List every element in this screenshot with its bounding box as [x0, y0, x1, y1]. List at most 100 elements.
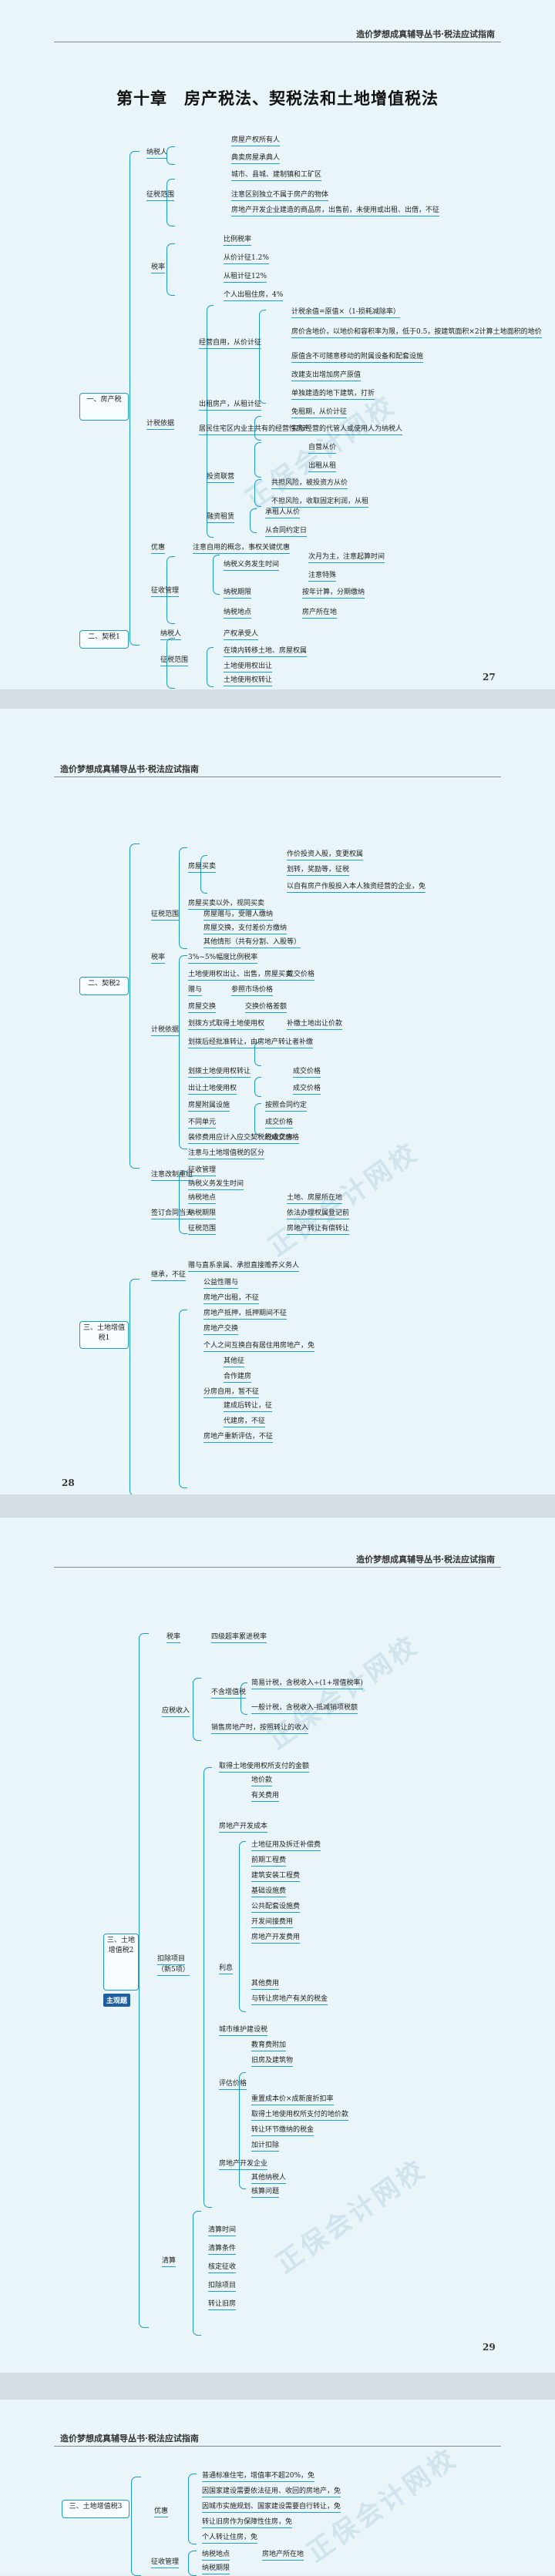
- node: 房地产所在地: [262, 2551, 304, 2561]
- node: 出让土地使用权: [188, 1085, 237, 1095]
- box-land-vat-3[interactable]: 三、土地增值税3: [62, 2500, 130, 2518]
- node: 加计扣除: [251, 2142, 280, 2152]
- page-2: 造价梦想成真辅导丛书·税法应试指南 正保会计网校 二、契税2 三、土地增值税1 …: [0, 709, 555, 1496]
- node: 以自有房产作股投入本人独资经营的企业，免: [287, 883, 426, 893]
- page-gap: [0, 1494, 555, 1518]
- box-deed-tax-2[interactable]: 二、契税2: [79, 977, 129, 995]
- node: 应税收入: [162, 1707, 190, 1717]
- node: 注意区别独立不属于房产的物体: [231, 191, 329, 201]
- node: 房屋买卖以外，视同买卖: [188, 900, 265, 910]
- node: 划转，奖励等，征税: [287, 866, 350, 876]
- brace-main: [130, 151, 140, 646]
- node: 划拨土地使用权转让: [188, 1068, 251, 1078]
- node: 房产所在地: [302, 609, 338, 619]
- header-rule: [54, 776, 501, 777]
- node: 装修费用应计入应交契税的成交价格: [188, 1134, 300, 1144]
- node: 基础设施费: [251, 1887, 287, 1897]
- node: 成交价格: [293, 1068, 321, 1078]
- chapter-title: 第十章 房产税法、契税法和土地增值税法: [116, 89, 439, 108]
- node: 赠与直系亲属、承担直接赡养义务人: [188, 1262, 300, 1272]
- node: 城市、县城、建制镇和工矿区: [231, 171, 322, 181]
- node: 公益性赠与: [204, 1279, 239, 1289]
- node: 征税范围: [160, 656, 189, 666]
- page-number: 29: [483, 2342, 496, 2353]
- node: 原值含不可随意移动的附属设备和配套设施: [291, 353, 424, 363]
- node: 因城市实施规划、国家建设需要自行转让，免: [202, 2503, 341, 2513]
- box-land-vat-2[interactable]: 三、土地增值税2: [103, 1934, 139, 1991]
- node: 单独建造的地下建筑，打折: [291, 390, 375, 400]
- page-1: 造价梦想成真辅导丛书·税法应试指南 第十章 房产税法、契税法和土地增值税法 正保…: [0, 0, 555, 689]
- node: 征收管理: [151, 587, 180, 597]
- node: 出租从租: [308, 462, 337, 472]
- node: 土地使用权出让、出售，房屋买卖: [188, 971, 293, 981]
- node: 纳税人: [160, 630, 182, 640]
- node: 其他征: [224, 1357, 245, 1367]
- node: 城市维护建设税: [219, 2026, 268, 2036]
- node: 征收管理: [188, 1166, 217, 1176]
- page-number: 28: [62, 1478, 75, 1488]
- box-house-tax[interactable]: 一、房产税: [79, 393, 129, 421]
- node: 作价投资入股，变更权属: [287, 850, 364, 860]
- node: 补缴土地出让价款: [287, 1020, 343, 1030]
- node: 从价计征1.2%: [224, 254, 269, 264]
- node: 比例税率: [224, 236, 252, 246]
- node: 其他费用: [251, 1980, 280, 1990]
- node: 征税范围: [146, 191, 175, 201]
- node: 房地产开发成本: [219, 1823, 268, 1833]
- page-number: 27: [483, 672, 496, 683]
- node: 交换价格差额: [245, 1003, 288, 1013]
- node: 税收优惠: [265, 1134, 294, 1144]
- node: 地价款: [251, 1776, 273, 1786]
- node: 销售房地产时，按照转让的收入: [211, 1724, 309, 1734]
- node: 土地使用权转让: [224, 676, 273, 686]
- box-land-vat-1[interactable]: 三、土地增值税1: [79, 1321, 129, 1349]
- header-rule: [54, 2446, 501, 2447]
- node: 注意改制重组: [151, 1171, 193, 1181]
- node: 计税余值=原值×（1-损耗减除率）: [291, 308, 400, 318]
- node: 房地产开发企业建造的商品房，出售前，未使用或出租、出借，不征: [231, 206, 440, 216]
- node: 纳税期限: [224, 589, 252, 599]
- node: 纳税期限: [188, 1209, 217, 1219]
- node: 建成后转让，征: [224, 1402, 273, 1412]
- node: 征税范围: [151, 911, 180, 921]
- node: 计税依据: [151, 1026, 180, 1036]
- node: 纳税期限: [202, 2564, 230, 2574]
- box-deed-tax-1[interactable]: 二、契税1: [79, 630, 129, 649]
- node: 税率: [166, 1633, 181, 1643]
- node: 公共配套设施费: [251, 1903, 301, 1913]
- running-header: 造价梦想成真辅导丛书·税法应试指南: [356, 29, 495, 39]
- node: 个人转让住房，免: [202, 2534, 258, 2544]
- node: 计税依据: [146, 420, 175, 430]
- node: 教育费附加: [251, 2041, 287, 2051]
- node: 共担风险，被投资方从价: [271, 479, 348, 489]
- node: 房屋交换: [188, 1003, 217, 1013]
- page-gap: [0, 689, 555, 709]
- node: 注意特殊: [308, 572, 337, 582]
- node: 土地使用权出让: [224, 662, 273, 673]
- page-3: 造价梦想成真辅导丛书·税法应试指南 正保会计网校 正保会计网校 三、土地增值税2…: [0, 1518, 555, 2373]
- node: 普通标准住宅，增值率不超20%，免: [202, 2472, 315, 2482]
- node: 从租计征12%: [224, 273, 267, 283]
- node: 简易计税，含税收入÷(1+增值税率): [251, 1679, 363, 1689]
- node: 代建房，不征: [224, 1417, 266, 1427]
- node: 从合同约定日: [265, 527, 308, 537]
- running-header: 造价梦想成真辅导丛书·税法应试指南: [60, 2433, 199, 2444]
- node: 房地产出租，不征: [204, 1294, 260, 1304]
- node: 房屋产权所有人: [231, 136, 281, 146]
- node: 纳税地点: [224, 609, 252, 619]
- node: 个人之间互换自有居住用房地产，免: [204, 1342, 315, 1352]
- node: 改建支出增加房产原值: [291, 371, 362, 381]
- node: 实际经营的代管人或使用人为纳税人: [291, 425, 403, 435]
- node: 房地产开发企业: [219, 2160, 268, 2170]
- node: 房地产抵押，抵押期间不征: [204, 1310, 288, 1320]
- node: 居民住宅区内业主共有的经营性房产: [199, 425, 311, 435]
- watermark: 正保会计网校: [271, 2153, 432, 2280]
- node: 旧房及建筑物: [251, 2057, 294, 2067]
- node: 开发间接费用: [251, 1918, 294, 1928]
- node: 一般计税，含税收入-抵减销项税额: [251, 1704, 358, 1714]
- node: 转让旧房作为保障性住房，免: [202, 2518, 293, 2528]
- node: 房价含地价，以地价和容积率为限，低于0.5，按建筑面积×2计算土地面积的地价: [291, 328, 542, 338]
- node: 房屋交换，支付差价方缴纳: [204, 924, 288, 934]
- node: 在境内转移土地、房屋权属: [224, 647, 308, 657]
- node: 继承，不征: [151, 1271, 187, 1281]
